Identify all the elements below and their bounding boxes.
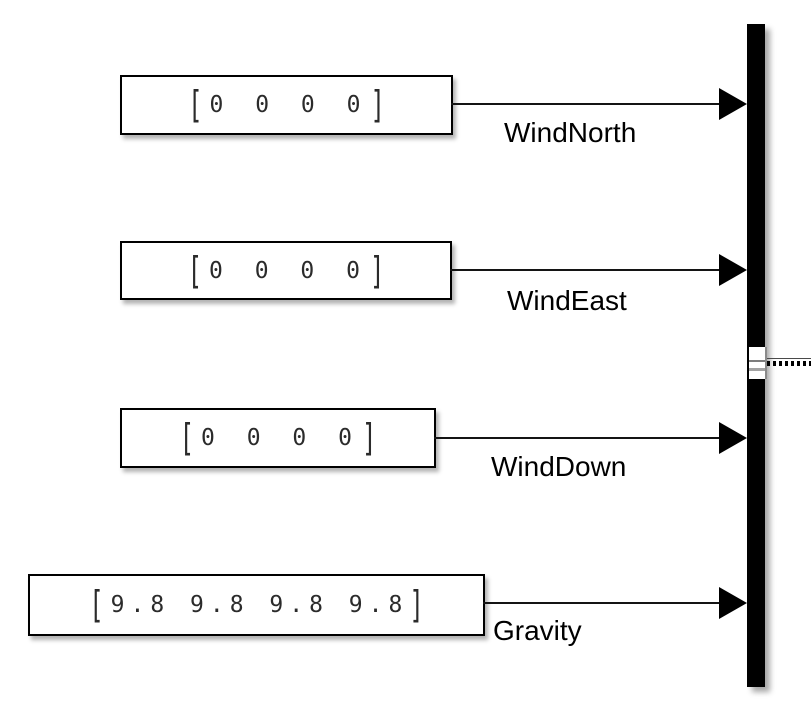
output-signal-line[interactable]	[767, 358, 811, 359]
bracket-close: ]	[369, 248, 385, 293]
constant-digits: 9.8 9.8 9.8 9.8	[110, 592, 409, 618]
constant-digits: 0 0 0 0	[209, 257, 369, 284]
port-divider	[749, 368, 766, 371]
constant-digits: 0 0 0 0	[209, 92, 370, 118]
bracket-open: [	[187, 248, 203, 293]
constant-block-gravity[interactable]: [ 9.8 9.8 9.8 9.8 ]	[28, 574, 485, 636]
dotted-signal-line[interactable]	[767, 361, 811, 366]
bracket-open: [	[89, 583, 104, 627]
bracket-close: ]	[361, 416, 377, 460]
signal-line-windnorth[interactable]	[451, 103, 722, 105]
signal-line-windeast[interactable]	[450, 269, 722, 271]
constant-block-windnorth[interactable]: [ 0 0 0 0 ]	[120, 75, 453, 135]
port-edge	[765, 347, 767, 379]
constant-value: [ 0 0 0 0 ]	[188, 86, 385, 123]
arrowhead-icon	[719, 422, 747, 454]
constant-block-winddown[interactable]: [ 0 0 0 0 ]	[120, 408, 436, 468]
bracket-close: ]	[370, 83, 385, 127]
bracket-open: [	[188, 83, 203, 127]
arrowhead-icon	[719, 587, 747, 619]
constant-value: [ 9.8 9.8 9.8 9.8 ]	[89, 586, 424, 623]
arrowhead-icon	[719, 254, 747, 286]
constant-block-windeast[interactable]: [ 0 0 0 0 ]	[120, 241, 452, 300]
bracket-close: ]	[409, 583, 424, 627]
constant-value: [ 0 0 0 0 ]	[188, 252, 385, 289]
signal-label-windeast[interactable]: WindEast	[507, 285, 627, 316]
signal-label-winddown[interactable]: WindDown	[491, 451, 627, 482]
signal-label-gravity[interactable]: Gravity	[493, 615, 582, 646]
signal-line-winddown[interactable]	[434, 437, 722, 439]
bracket-open: [	[179, 416, 195, 460]
port-divider	[749, 360, 766, 362]
arrowhead-icon	[719, 88, 747, 120]
constant-value: [ 0 0 0 0 ]	[180, 419, 377, 456]
signal-line-gravity[interactable]	[483, 602, 722, 604]
mux-output-port[interactable]	[749, 347, 766, 379]
signal-label-windnorth[interactable]: WindNorth	[504, 117, 637, 148]
constant-digits: 0 0 0 0	[201, 425, 361, 451]
